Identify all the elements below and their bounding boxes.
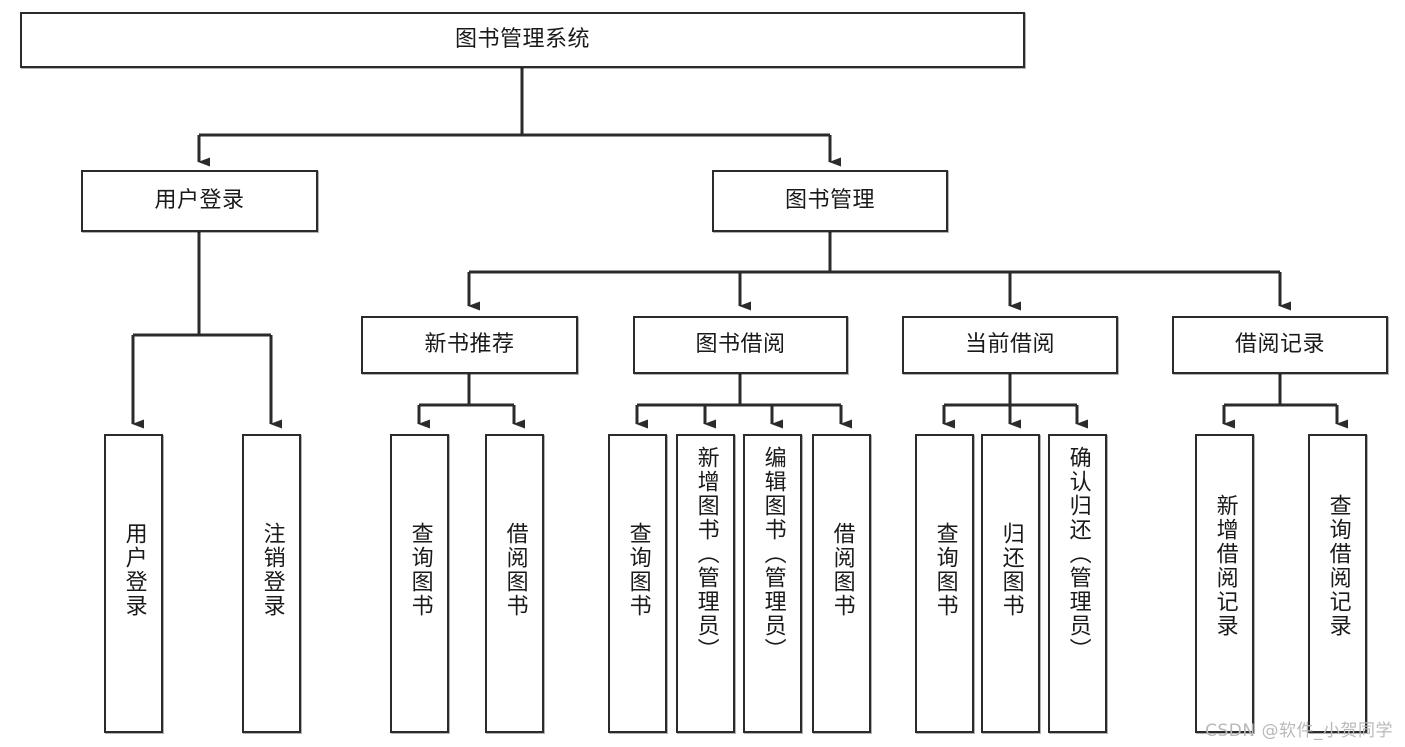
node-leaf-query-book-3-label: 查询图书	[932, 522, 958, 618]
node-root-label: 图书管理系统	[454, 26, 590, 52]
node-leaf-query-book-1-label: 查询图书	[407, 522, 433, 618]
node-leaf-edit-book-label: 编辑图书（管理员）	[760, 446, 786, 662]
node-leaf-query-record-label: 查询借阅记录	[1325, 494, 1351, 638]
node-new-book-rec[interactable]: 新书推荐	[361, 316, 578, 374]
node-leaf-return-book[interactable]: 归还图书	[981, 434, 1040, 733]
node-book-borrow-label: 图书借阅	[695, 331, 786, 357]
node-user-login-label: 用户登录	[154, 187, 245, 213]
node-leaf-user-login[interactable]: 用户登录	[104, 434, 163, 733]
node-leaf-query-book-1[interactable]: 查询图书	[390, 434, 449, 733]
node-current-borrow-label: 当前借阅	[964, 331, 1055, 357]
node-borrow-record[interactable]: 借阅记录	[1172, 316, 1388, 374]
node-leaf-borrow-book-2-label: 借阅图书	[829, 522, 855, 618]
node-borrow-record-label: 借阅记录	[1234, 331, 1325, 357]
node-leaf-query-book-2-label: 查询图书	[625, 522, 651, 618]
node-leaf-add-book[interactable]: 新增图书（管理员）	[676, 434, 735, 733]
node-book-manage[interactable]: 图书管理	[712, 170, 948, 232]
node-leaf-add-record-label: 新增借阅记录	[1212, 494, 1238, 638]
node-leaf-borrow-book-1[interactable]: 借阅图书	[485, 434, 544, 733]
node-leaf-query-book-3[interactable]: 查询图书	[915, 434, 974, 733]
node-leaf-add-book-label: 新增图书（管理员）	[693, 446, 719, 662]
node-book-borrow[interactable]: 图书借阅	[633, 316, 848, 374]
node-leaf-query-record[interactable]: 查询借阅记录	[1308, 434, 1367, 733]
node-leaf-confirm-return[interactable]: 确认归还（管理员）	[1048, 434, 1107, 733]
node-leaf-confirm-return-label: 确认归还（管理员）	[1065, 446, 1091, 662]
node-leaf-user-login-label: 用户登录	[121, 522, 147, 618]
node-leaf-query-book-2[interactable]: 查询图书	[608, 434, 667, 733]
node-leaf-borrow-book-2[interactable]: 借阅图书	[812, 434, 871, 733]
node-root[interactable]: 图书管理系统	[20, 12, 1025, 68]
node-leaf-user-logout-label: 注销登录	[259, 522, 285, 618]
node-current-borrow[interactable]: 当前借阅	[902, 316, 1118, 374]
node-leaf-return-book-label: 归还图书	[998, 522, 1024, 618]
node-leaf-borrow-book-1-label: 借阅图书	[502, 522, 528, 618]
node-new-book-rec-label: 新书推荐	[424, 331, 515, 357]
node-user-login[interactable]: 用户登录	[81, 170, 318, 232]
node-book-manage-label: 图书管理	[784, 187, 875, 213]
node-leaf-edit-book[interactable]: 编辑图书（管理员）	[743, 434, 802, 733]
node-leaf-user-logout[interactable]: 注销登录	[242, 434, 301, 733]
node-leaf-add-record[interactable]: 新增借阅记录	[1195, 434, 1254, 733]
